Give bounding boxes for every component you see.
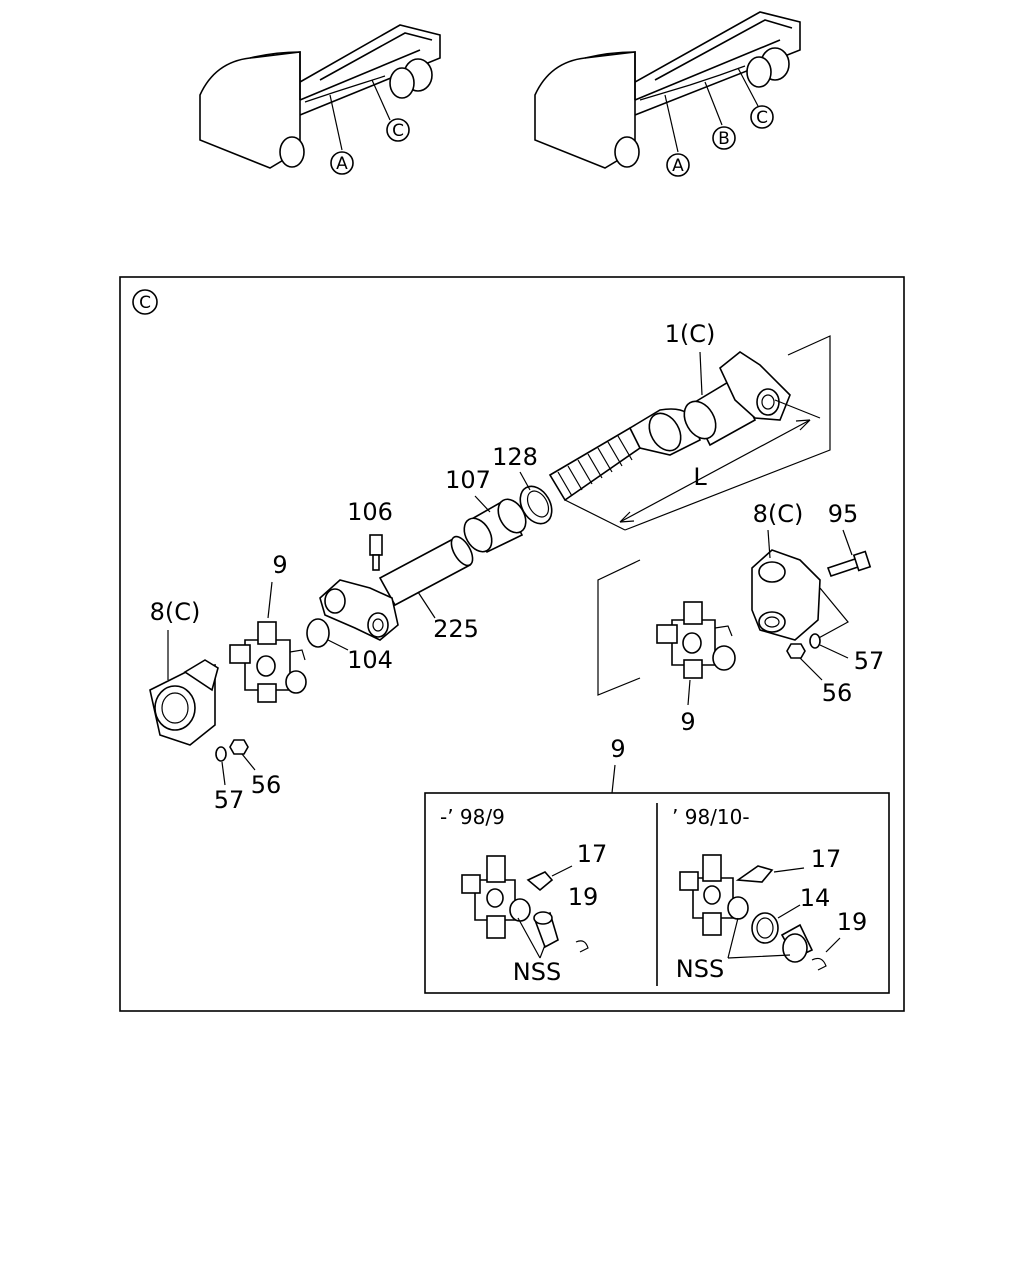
svg-text:57: 57 xyxy=(854,647,885,675)
svg-text:128: 128 xyxy=(492,443,538,471)
svg-text:9: 9 xyxy=(272,551,287,579)
variant-late-title: ’ 98/10- xyxy=(672,805,750,829)
svg-text:8(C): 8(C) xyxy=(753,500,804,528)
universal-joint-right: 9 xyxy=(656,601,736,736)
svg-text:9: 9 xyxy=(680,708,695,736)
nut-left: 56 xyxy=(229,739,282,799)
svg-text:A: A xyxy=(336,154,348,174)
shaft-tube-225: 225 xyxy=(378,535,479,643)
svg-text:B: B xyxy=(718,129,730,149)
svg-text:106: 106 xyxy=(347,498,393,526)
svg-text:19: 19 xyxy=(837,908,868,936)
callout-a-right: A xyxy=(666,153,690,177)
washer-left: 57 xyxy=(214,746,245,814)
variant-early: -’ 98/9 17 19 NSS xyxy=(440,805,607,986)
variant-late: ’ 98/10- 17 14 19 NSS xyxy=(672,805,867,983)
svg-text:C: C xyxy=(756,108,768,128)
spline-shaft xyxy=(548,376,757,502)
bolt-95: 95 xyxy=(814,500,872,641)
variant-inset xyxy=(424,792,890,994)
view-marker: C xyxy=(132,289,158,315)
svg-text:C: C xyxy=(139,293,151,313)
washer-right: 57 xyxy=(809,633,885,675)
svg-text:8(C): 8(C) xyxy=(150,598,201,626)
seal-ring-128: 128 xyxy=(492,443,553,525)
nut-right: 56 xyxy=(786,643,853,707)
grease-fitting-106: 106 xyxy=(347,498,393,571)
svg-text:19: 19 xyxy=(568,883,599,911)
svg-text:104: 104 xyxy=(347,646,393,674)
svg-text:56: 56 xyxy=(251,771,282,799)
flange-yoke-left: 8(C) xyxy=(149,598,219,746)
callout-c-left: C xyxy=(386,118,410,142)
truck-overview-right: A B C xyxy=(534,11,801,177)
svg-text:9: 9 xyxy=(610,735,625,763)
callout-a-left: A xyxy=(330,151,354,175)
callout-b-right: B xyxy=(712,126,736,150)
subassembly-bracket xyxy=(597,559,641,696)
svg-text:L: L xyxy=(693,463,707,491)
svg-text:57: 57 xyxy=(214,786,245,814)
callout-c-right: C xyxy=(750,105,774,129)
svg-text:56: 56 xyxy=(822,679,853,707)
length-dimension: L xyxy=(564,335,831,531)
slip-yoke: 1(C) xyxy=(665,320,791,421)
svg-text:C: C xyxy=(392,121,404,141)
svg-text:17: 17 xyxy=(577,840,608,868)
kit-reference: 9 xyxy=(610,735,626,794)
svg-text:14: 14 xyxy=(800,884,831,912)
tube-yoke xyxy=(319,579,399,641)
retaining-ring-104: 104 xyxy=(306,618,393,674)
variant-early-title: -’ 98/9 xyxy=(440,805,505,829)
svg-text:NSS: NSS xyxy=(676,955,724,983)
svg-text:107: 107 xyxy=(445,466,491,494)
svg-text:225: 225 xyxy=(433,615,479,643)
svg-text:A: A xyxy=(672,156,684,176)
svg-text:1(C): 1(C) xyxy=(665,320,716,348)
detail-frame xyxy=(119,276,905,1012)
svg-text:17: 17 xyxy=(811,845,842,873)
truck-overview-left: A C xyxy=(199,24,441,175)
svg-text:NSS: NSS xyxy=(513,958,561,986)
flange-yoke-right: 8(C) xyxy=(751,500,821,641)
boot-107: 107 xyxy=(445,466,527,554)
svg-text:95: 95 xyxy=(828,500,859,528)
universal-joint-left: 9 xyxy=(229,551,307,703)
